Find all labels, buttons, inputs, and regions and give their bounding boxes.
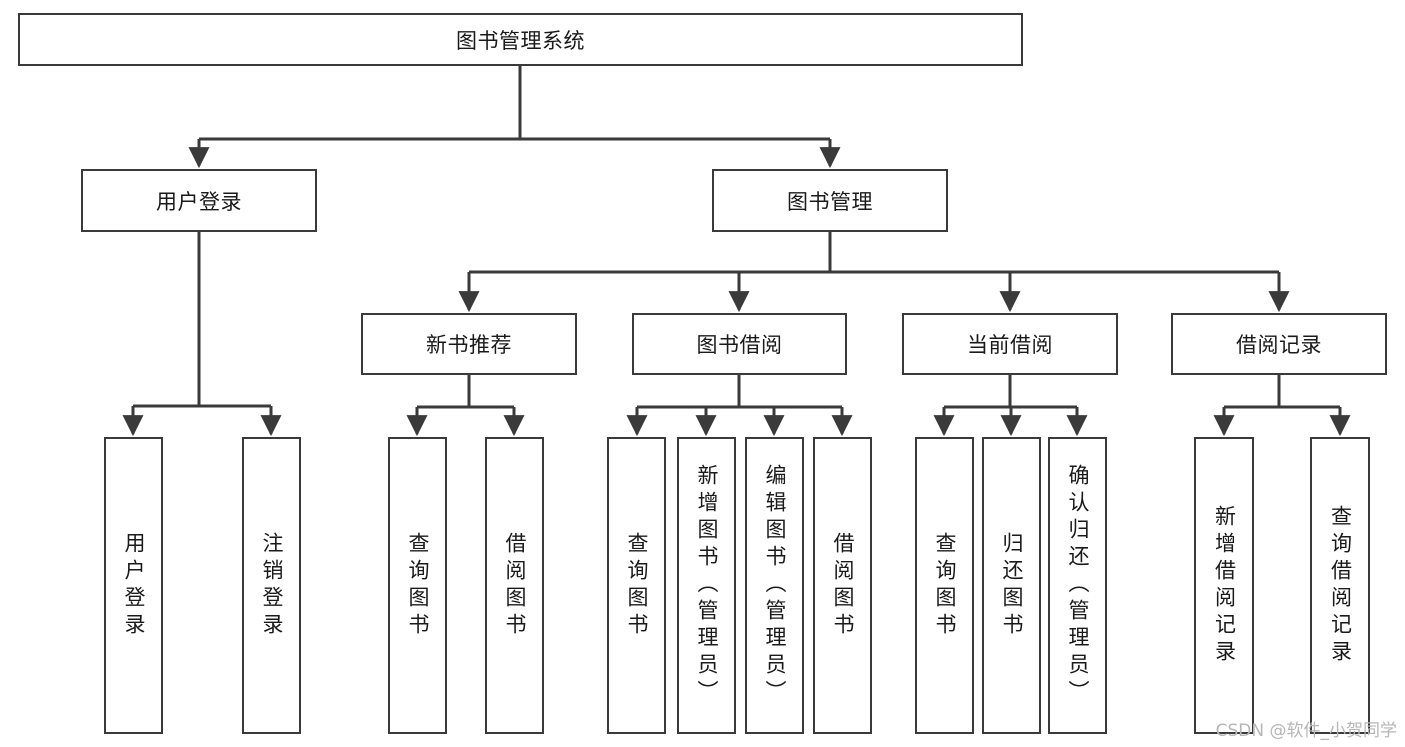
leaf-return-book[interactable]: 归还图书 — [982, 437, 1041, 734]
node-borrow-record[interactable]: 借阅记录 — [1171, 313, 1387, 375]
node-book-borrow-label: 图书借阅 — [696, 333, 783, 357]
leaf-query-book-borrow-label: 查询图书 — [625, 531, 649, 640]
leaf-query-book-borrow[interactable]: 查询图书 — [607, 437, 666, 734]
node-borrow-record-label: 借阅记录 — [1236, 333, 1322, 357]
leaf-add-borrow-record[interactable]: 新增借阅记录 — [1194, 437, 1254, 734]
node-book-manage[interactable]: 图书管理 — [712, 169, 948, 232]
leaf-borrow-book-recommend[interactable]: 借阅图书 — [485, 437, 544, 734]
node-root[interactable]: 图书管理系统 — [18, 13, 1023, 66]
leaf-query-book-current-label: 查询图书 — [933, 531, 957, 640]
leaf-add-book[interactable]: 新增图书（管理员） — [677, 437, 736, 734]
node-current-borrow-label: 当前借阅 — [967, 333, 1053, 357]
leaf-query-borrow-record[interactable]: 查询借阅记录 — [1310, 437, 1370, 734]
leaf-logout[interactable]: 注销登录 — [242, 437, 301, 734]
leaf-confirm-return-label: 确认归还（管理员） — [1066, 464, 1090, 707]
leaf-edit-book[interactable]: 编辑图书（管理员） — [745, 437, 804, 734]
node-book-manage-label: 图书管理 — [787, 189, 873, 214]
leaf-query-book-recommend[interactable]: 查询图书 — [388, 437, 447, 734]
leaf-logout-label: 注销登录 — [260, 531, 284, 640]
leaf-add-borrow-record-label: 新增借阅记录 — [1212, 504, 1237, 667]
leaf-query-borrow-record-label: 查询借阅记录 — [1328, 504, 1353, 667]
node-book-borrow[interactable]: 图书借阅 — [632, 313, 847, 375]
leaf-confirm-return[interactable]: 确认归还（管理员） — [1048, 437, 1107, 734]
leaf-borrow-book-label: 借阅图书 — [831, 531, 855, 640]
node-current-borrow[interactable]: 当前借阅 — [902, 313, 1118, 375]
leaf-query-book-recommend-label: 查询图书 — [406, 531, 430, 640]
leaf-add-book-label: 新增图书（管理员） — [695, 464, 719, 707]
leaf-query-book-current[interactable]: 查询图书 — [915, 437, 974, 734]
leaf-edit-book-label: 编辑图书（管理员） — [763, 464, 787, 707]
leaf-user-login[interactable]: 用户登录 — [104, 437, 163, 734]
leaf-borrow-book-recommend-label: 借阅图书 — [503, 531, 527, 640]
node-new-book-recommend[interactable]: 新书推荐 — [361, 313, 577, 375]
node-user-login[interactable]: 用户登录 — [81, 169, 317, 232]
node-user-login-label: 用户登录 — [156, 189, 242, 214]
leaf-user-login-label: 用户登录 — [122, 531, 146, 640]
node-root-label: 图书管理系统 — [456, 28, 585, 53]
leaf-return-book-label: 归还图书 — [1000, 531, 1024, 640]
node-new-book-recommend-label: 新书推荐 — [426, 333, 512, 357]
leaf-borrow-book[interactable]: 借阅图书 — [813, 437, 872, 734]
